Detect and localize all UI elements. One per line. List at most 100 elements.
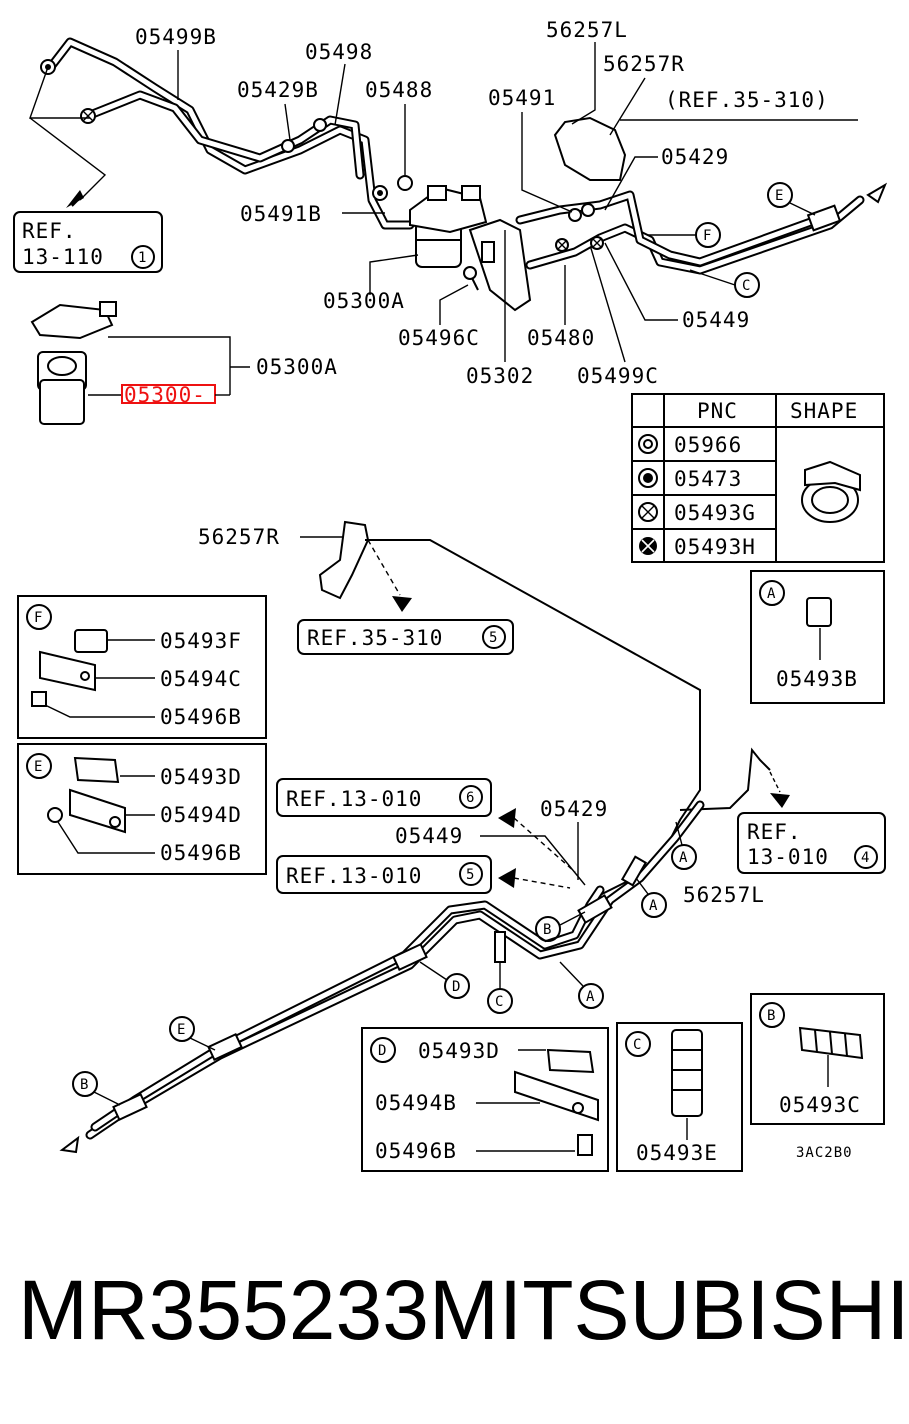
box-C-part-0: 05493E: [636, 1141, 718, 1165]
filter-exploded: [30, 301, 117, 425]
callout-C-top[interactable]: C: [689, 269, 760, 298]
pnc-table: PNC SHAPE 05966 05473 05493G 05493H: [631, 393, 885, 563]
svg-text:B: B: [767, 1008, 776, 1024]
ref-13-010-4-line1: REF.: [747, 820, 802, 844]
ref-13-110-box[interactable]: REF. 13-110 1: [13, 211, 163, 273]
box-D-part-1: 05494B: [375, 1091, 457, 1115]
label-56257L-mid: 56257L: [683, 883, 765, 907]
label-05429-mid: 05429: [540, 797, 608, 821]
ref-13-010-5-num: 5: [466, 867, 475, 883]
callout-E-top[interactable]: E: [767, 182, 816, 216]
ref-13-010-4-box[interactable]: REF. 13-010 4: [737, 812, 886, 874]
brand-name: MITSUBISHI: [428, 1263, 909, 1357]
svg-text:F: F: [34, 610, 43, 626]
ref-35-310-box[interactable]: REF.35-310 5: [297, 619, 514, 655]
double-circle-icon: [643, 439, 653, 449]
label-05300A-top: 05300A: [323, 289, 405, 313]
svg-text:A: A: [767, 586, 776, 602]
svg-text:E: E: [177, 1022, 186, 1038]
detail-box-C: C 05493E: [616, 1022, 743, 1172]
callout-A-upper[interactable]: A: [671, 821, 697, 870]
ref-13-010-5-box[interactable]: REF.13-010 5: [276, 855, 492, 894]
svg-text:D: D: [452, 979, 461, 995]
detail-box-F: F 05493F 05494C 05496B: [17, 595, 267, 739]
detail-box-A: A 05493B: [750, 570, 885, 704]
label-05488: 05488: [365, 78, 433, 102]
fuel-filter-assembly: [409, 185, 532, 312]
label-ref-35-310-top: (REF.35-310): [665, 88, 829, 112]
svg-text:A: A: [586, 989, 595, 1005]
box-B-part-0: 05493C: [779, 1093, 861, 1117]
label-56257R-mid: 56257R: [198, 525, 280, 549]
label-05499C: 05499C: [577, 364, 659, 388]
detail-box-B: B 05493C: [750, 993, 885, 1125]
svg-text:B: B: [543, 922, 552, 938]
box-E-part-0: 05493D: [160, 765, 242, 789]
ref-13-110-num: 1: [138, 250, 147, 266]
callout-F-top[interactable]: F: [648, 222, 721, 248]
box-F-part-0: 05493F: [160, 629, 242, 653]
label-56257R-top: 56257R: [603, 52, 685, 76]
svg-text:A: A: [649, 898, 658, 914]
ref-13-010-4-line2: 13-010: [747, 845, 829, 869]
filled-dot-circle-icon: [643, 473, 653, 483]
callout-E-bottom[interactable]: E: [169, 1016, 216, 1051]
ref-13-110-line1: REF.: [22, 219, 77, 243]
pnc-row-2: 05493G: [674, 501, 756, 525]
label-05496C: 05496C: [398, 326, 480, 350]
callout-B-mid[interactable]: B: [535, 911, 586, 942]
label-05429B: 05429B: [237, 78, 319, 102]
highlight-box-05300: [121, 384, 216, 404]
shape-header: SHAPE: [790, 399, 858, 423]
ref-13-010-6-text: REF.13-010: [286, 787, 422, 811]
svg-text:C: C: [633, 1037, 642, 1053]
label-05499B: 05499B: [135, 25, 217, 49]
diagram-code: 3AC2B0: [796, 1145, 853, 1161]
svg-text:E: E: [775, 188, 784, 204]
ref-35-310-num: 5: [489, 630, 498, 646]
label-56257L-top: 56257L: [546, 18, 628, 42]
ref-13-010-4-num: 4: [861, 850, 870, 866]
box-E-part-1: 05494D: [160, 803, 242, 827]
box-F-part-1: 05494C: [160, 667, 242, 691]
ref-13-010-6-box[interactable]: REF.13-010 6: [276, 778, 492, 817]
ref-13-010-5-text: REF.13-010: [286, 864, 422, 888]
svg-text:C: C: [495, 994, 504, 1010]
box-A-part-0: 05493B: [776, 667, 858, 691]
label-05302: 05302: [466, 364, 534, 388]
box-F-part-2: 05496B: [160, 705, 242, 729]
box-E-part-2: 05496B: [160, 841, 242, 865]
callout-A-mid[interactable]: A: [635, 877, 667, 918]
label-05480: 05480: [527, 326, 595, 350]
pnc-row-3: 05493H: [674, 535, 756, 559]
main-pipe-bundle: [59, 800, 705, 1154]
callout-A-bottom-1[interactable]: A: [559, 961, 604, 1009]
label-05300A-side: 05300A: [256, 355, 338, 379]
clamp-shape-icon: [801, 460, 861, 523]
svg-text:A: A: [679, 850, 688, 866]
ref-13-010-6-num: 6: [466, 790, 475, 806]
box-D-part-0: 05493D: [418, 1039, 500, 1063]
label-05491: 05491: [488, 86, 556, 110]
svg-text:F: F: [703, 228, 712, 244]
box-D-part-2: 05496B: [375, 1139, 457, 1163]
svg-text:D: D: [378, 1043, 387, 1059]
detail-box-E: E 05493D 05494D 05496B: [17, 743, 267, 875]
label-05300-highlighted[interactable]: 05300-: [124, 383, 206, 407]
label-05449-mid: 05449: [395, 824, 463, 848]
ref-13-110-line2: 13-110: [22, 245, 104, 269]
pnc-row-0: 05966: [674, 433, 742, 457]
label-05498: 05498: [305, 40, 373, 64]
callout-C-bottom[interactable]: C: [487, 962, 513, 1014]
pnc-row-1: 05473: [674, 467, 742, 491]
footer: MR355233 MITSUBISHI: [18, 1268, 909, 1352]
svg-text:B: B: [80, 1077, 89, 1093]
detail-box-D: D 05493D 05494B 05496B: [361, 1027, 609, 1172]
filled-crossed-circle-icon: [641, 539, 655, 553]
callout-D-bottom[interactable]: D: [419, 961, 470, 999]
ref-35-310-text: REF.35-310: [307, 626, 443, 650]
callout-B-bottom[interactable]: B: [72, 1071, 121, 1106]
top-right-pipes: [515, 116, 888, 275]
label-05429-top: 05429: [661, 145, 729, 169]
